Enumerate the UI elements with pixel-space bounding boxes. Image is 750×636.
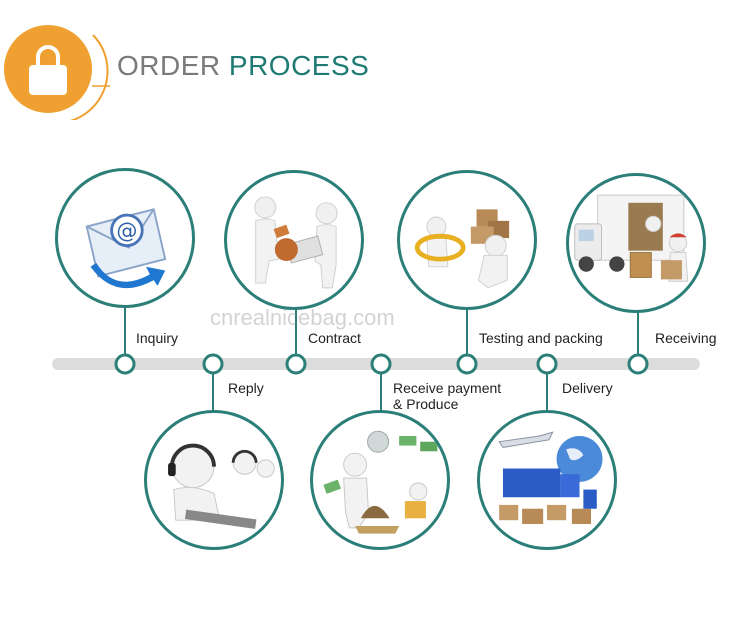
step-label-receiving: Receiving xyxy=(655,330,717,346)
timeline-node-contract xyxy=(285,353,307,375)
step-label-payment-line2: & Produce xyxy=(393,396,459,412)
money-payment-icon xyxy=(323,430,438,534)
shopping-bag-icon xyxy=(29,45,67,95)
step-label-reply: Reply xyxy=(228,380,264,396)
header-logo-badge xyxy=(4,25,110,120)
inspection-boxes-icon xyxy=(414,209,510,289)
step-label-testing: Testing and packing xyxy=(479,330,603,346)
step-label-payment-line1: Receive payment xyxy=(393,380,502,396)
step-label-contract: Contract xyxy=(308,330,361,346)
step-circle-receiving xyxy=(566,173,706,313)
step-label-inquiry: Inquiry xyxy=(136,330,179,346)
call-center-icon xyxy=(168,443,275,529)
title-process: PROCESS xyxy=(228,50,370,81)
step-circle-testing xyxy=(397,170,537,310)
timeline-node-reply xyxy=(202,353,224,375)
delivery-truck-icon xyxy=(574,194,689,282)
timeline-node-inquiry xyxy=(114,353,136,375)
step-circle-delivery xyxy=(477,410,617,550)
timeline-node-delivery xyxy=(536,353,558,375)
global-shipping-icon xyxy=(498,431,603,525)
timeline-node-testing xyxy=(456,353,478,375)
step-circle-payment xyxy=(310,410,450,550)
timeline-node-receiving xyxy=(627,353,649,375)
step-label-payment: Receive payment & Produce xyxy=(393,380,501,412)
timeline-node-payment xyxy=(370,353,392,375)
svg-text:@: @ xyxy=(116,218,137,243)
page-title: ORDER PROCESS xyxy=(117,50,369,82)
step-circle-reply xyxy=(144,410,284,550)
step-circle-contract xyxy=(224,170,364,310)
step-circle-inquiry: @ xyxy=(55,168,195,308)
step-label-delivery: Delivery xyxy=(562,380,613,396)
email-envelope-icon: @ xyxy=(85,208,167,289)
handshake-contract-icon xyxy=(254,196,338,289)
title-order: ORDER xyxy=(117,50,221,81)
